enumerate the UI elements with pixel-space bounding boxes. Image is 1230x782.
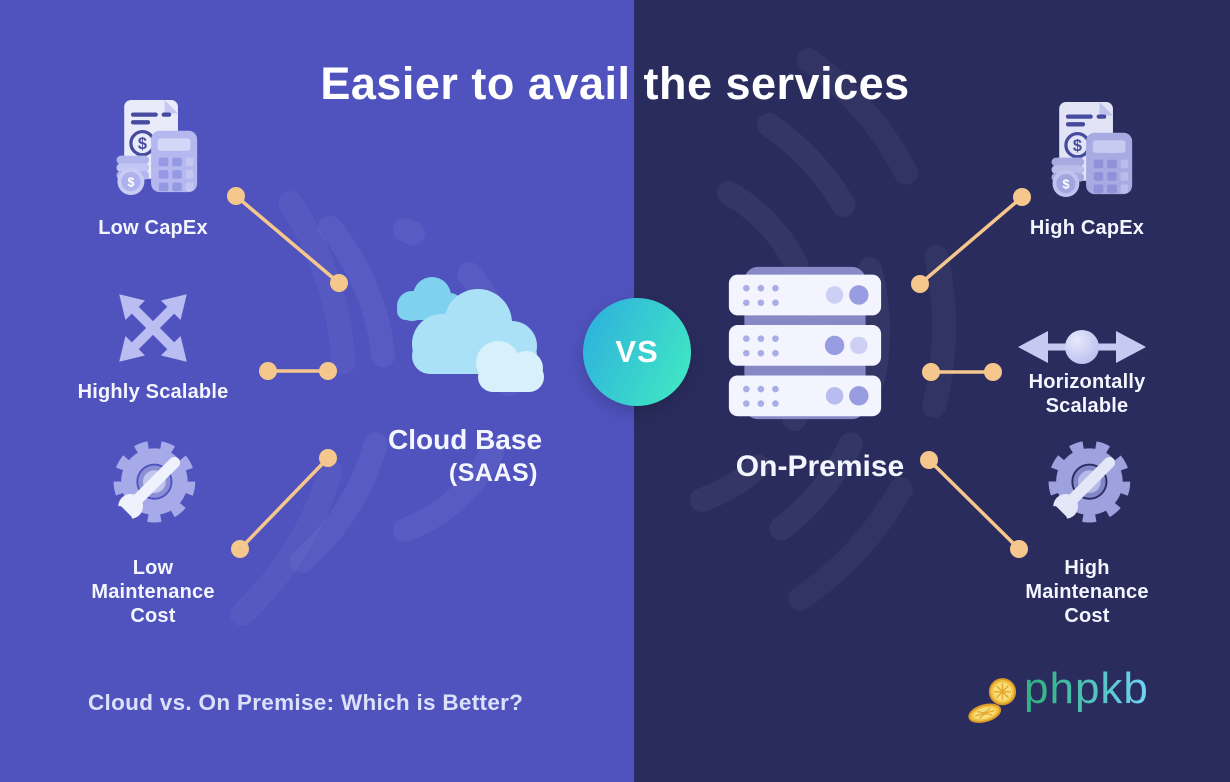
gear-wrench-icon bbox=[113, 440, 196, 524]
high-capex-feature: $ $ bbox=[1040, 100, 1136, 205]
onpremise-heading: On-Premise bbox=[735, 450, 905, 483]
cloud-heading: Cloud Base bbox=[388, 424, 543, 455]
lemon-slices-icon bbox=[968, 678, 1017, 723]
server-group bbox=[725, 263, 885, 428]
horizontally-scalable-feature bbox=[1016, 325, 1148, 374]
invoice-calculator-coins-icon: $ $ bbox=[1051, 102, 1133, 198]
high-maintenance-feature bbox=[1040, 437, 1135, 537]
low-capex-feature: $ $ bbox=[105, 98, 201, 203]
brand-logo: phpkb bbox=[966, 664, 1206, 734]
highly-scalable-label: Highly Scalable bbox=[77, 381, 229, 403]
low-maintenance-label: Low Maintenance Cost bbox=[91, 557, 215, 627]
cloud-subheading: (SAAS) bbox=[448, 459, 538, 487]
vs-label: VS bbox=[615, 334, 659, 369]
svg-text:$: $ bbox=[138, 135, 147, 153]
horizontal-double-arrow-icon bbox=[1018, 330, 1146, 364]
high-capex-label: High CapEx bbox=[1029, 217, 1145, 239]
cloud-group bbox=[380, 266, 555, 416]
svg-text:$: $ bbox=[1073, 137, 1082, 155]
highly-scalable-feature bbox=[113, 288, 193, 373]
low-capex-label: Low CapEx bbox=[98, 217, 208, 239]
vs-badge: VS bbox=[583, 298, 691, 406]
low-maintenance-feature bbox=[105, 437, 200, 537]
brand-name: phpkb bbox=[1024, 664, 1149, 713]
horizontally-scalable-label: Horizontally Scalable bbox=[1028, 371, 1146, 417]
server-stack-icon bbox=[728, 266, 882, 420]
expand-arrows-icon bbox=[119, 294, 187, 362]
svg-text:$: $ bbox=[127, 175, 134, 189]
cloud-icon bbox=[397, 277, 544, 392]
invoice-calculator-coins-icon: $ $ bbox=[116, 100, 198, 196]
footer-caption: Cloud vs. On Premise: Which is Better? bbox=[88, 690, 524, 715]
gear-wrench-icon bbox=[1048, 440, 1131, 524]
page-title: Easier to avail the services bbox=[320, 58, 910, 109]
high-maintenance-label: High Maintenance Cost bbox=[1025, 557, 1149, 627]
cloud-caption: Cloud Base (SAAS) bbox=[388, 424, 543, 488]
svg-text:$: $ bbox=[1062, 177, 1069, 191]
